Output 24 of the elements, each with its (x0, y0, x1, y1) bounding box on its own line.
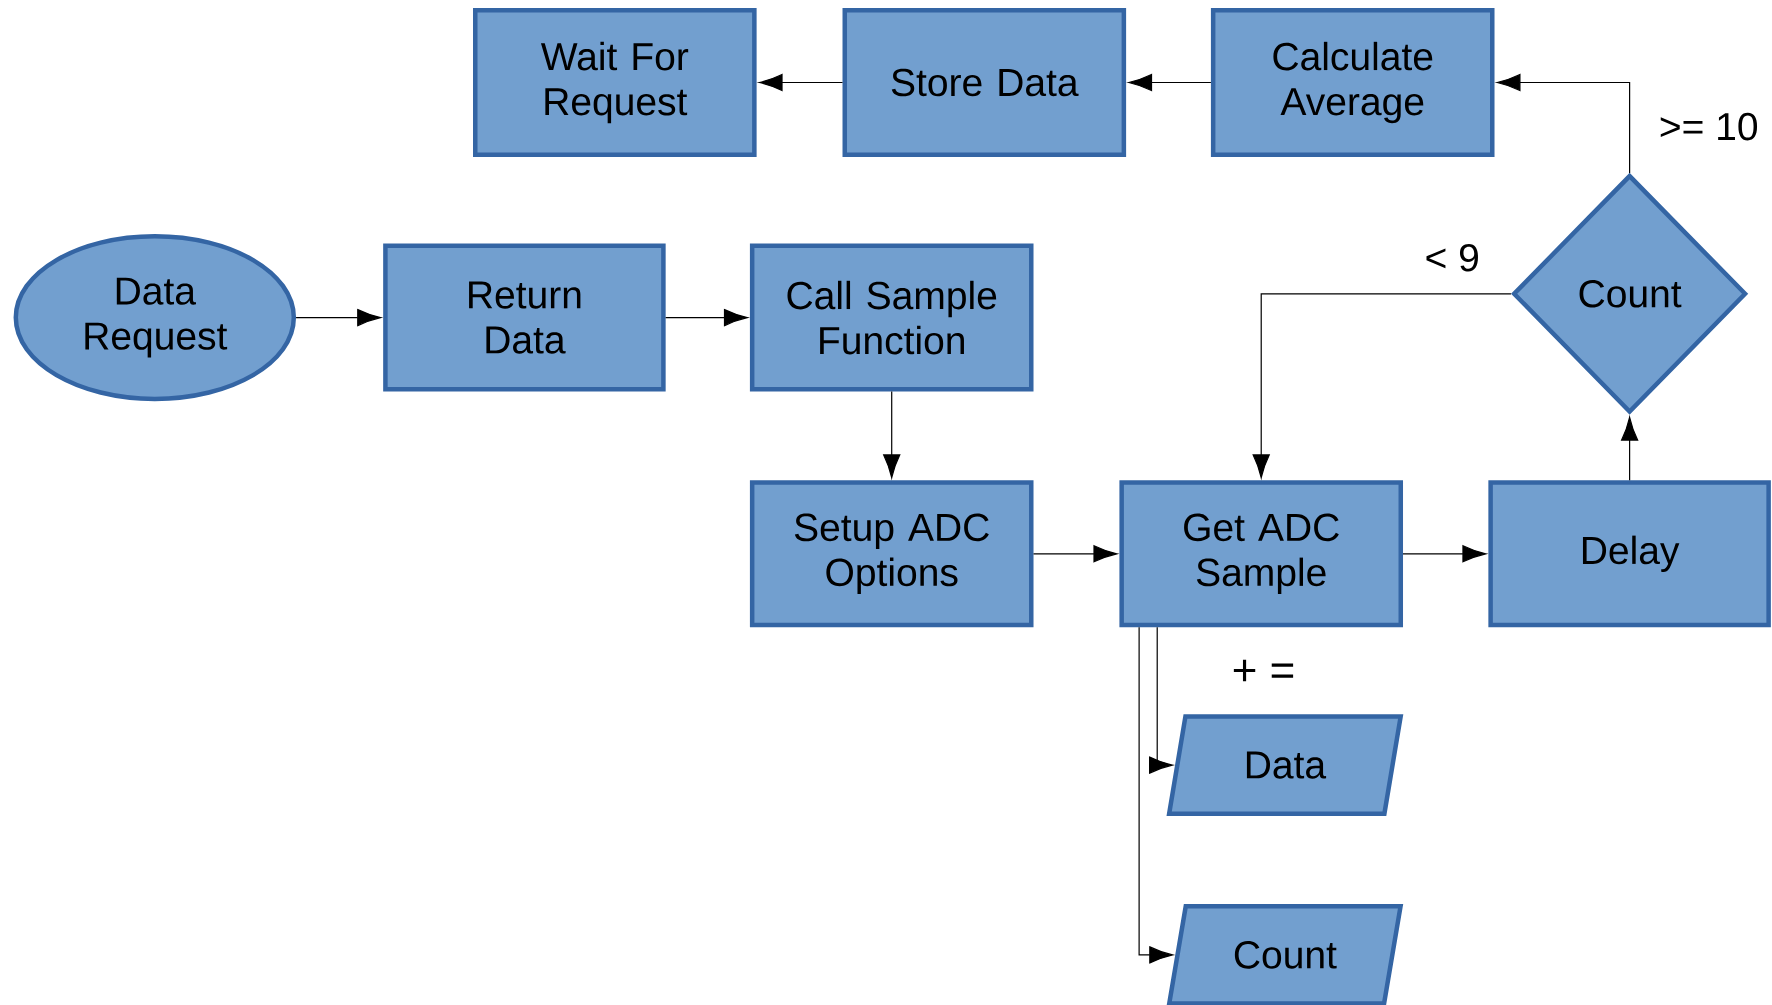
arrow (883, 391, 901, 479)
process-box: Setup ADC Options (749, 480, 1034, 628)
data-parallelogram: Data (1166, 714, 1404, 816)
process-box: Calculate Average (1210, 7, 1495, 158)
process-box: Get ADC Sample (1119, 480, 1403, 628)
arrow (1621, 416, 1639, 481)
edge-label: < 9 (1422, 241, 1482, 274)
arrow (1252, 293, 1512, 479)
arrow (1032, 545, 1118, 563)
process-box: Wait For Request (473, 7, 757, 158)
arrow (665, 309, 748, 327)
arrow (1138, 626, 1174, 964)
arrow (1402, 545, 1487, 563)
arrow (1128, 73, 1212, 92)
arrow (1149, 626, 1173, 774)
arrow (1496, 73, 1631, 174)
process-box: Delay (1488, 480, 1771, 628)
edge-label: >= 10 (1656, 110, 1761, 143)
arrow (295, 309, 382, 327)
operator-label: + = (1233, 659, 1294, 682)
arrow (758, 73, 844, 92)
process-box: Store Data (842, 7, 1127, 158)
process-box: Return Data (383, 243, 666, 392)
process-box: Call Sample Function (749, 243, 1034, 392)
